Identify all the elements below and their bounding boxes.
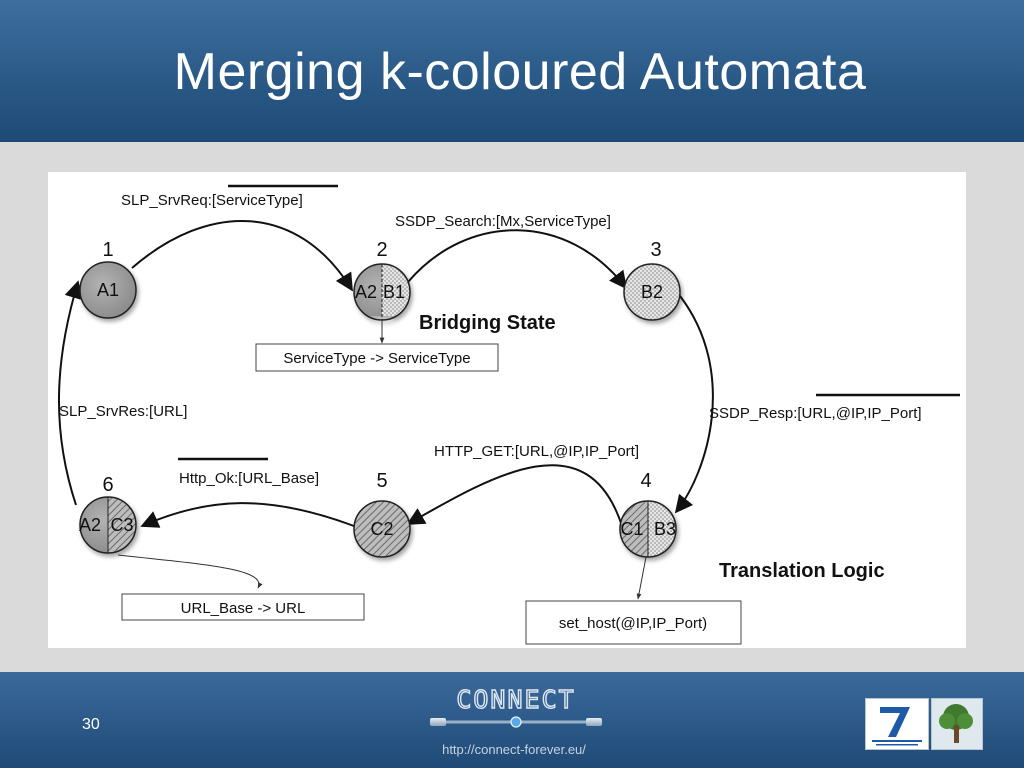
transition-5-6: [140, 502, 355, 528]
transition-3-4-label: SSDP_Resp:[URL,@IP,IP_Port]: [709, 405, 922, 422]
state-6-label-right: C3: [110, 515, 133, 535]
translation-logic-label: Translation Logic: [719, 560, 885, 582]
transition-6-1-label: SLP_SrvRes:[URL]: [59, 403, 187, 420]
state-6-number: 6: [102, 474, 113, 496]
state-2-label-right: B1: [383, 282, 405, 302]
state-3: [623, 263, 681, 321]
transition-1-2: [131, 220, 353, 292]
state-4-label-right: B3: [654, 519, 676, 539]
state-2-note: ServiceType -> ServiceType: [283, 350, 470, 367]
state-6-note-box: [121, 593, 365, 621]
transition-3-4: [674, 295, 714, 514]
slide-title: Merging k-coloured Automata: [173, 43, 867, 101]
page-number: 30: [82, 716, 100, 733]
state-2-number: 2: [376, 239, 387, 261]
state-5-label: C2: [370, 519, 393, 539]
transition-6-1: [58, 280, 82, 506]
state-5: [353, 500, 411, 558]
state-4: [619, 500, 677, 558]
logo-wordmark: CONNECT: [456, 686, 575, 714]
state-4-note-box: [525, 600, 742, 645]
state-1: [79, 261, 137, 319]
bridging-state-label: Bridging State: [419, 312, 556, 334]
state-2-label-left: A2: [355, 282, 377, 302]
footer-url[interactable]: http://connect-forever.eu/: [442, 742, 586, 757]
transition-1-2-label: SLP_SrvReq:[ServiceType]: [121, 192, 303, 209]
connect-logo: CONNECT: [424, 684, 608, 738]
note-connector-state-6: [117, 554, 263, 589]
transition-4-5: [406, 464, 623, 527]
note-connector-state-4: [636, 556, 647, 600]
state-6: [79, 496, 137, 554]
state-4-label-left: C1: [620, 519, 643, 539]
slide-header: Merging k-coloured Automata: [0, 0, 1024, 142]
state-6-label-left: A2: [79, 515, 101, 535]
state-3-number: 3: [650, 239, 661, 261]
state-4-note: set_host(@IP,IP_Port): [559, 615, 707, 632]
state-1-label: A1: [97, 280, 119, 300]
transition-4-5-label: HTTP_GET:[URL,@IP,IP_Port]: [434, 443, 639, 460]
transition-2-3: [407, 229, 628, 290]
transition-5-6-label: Http_Ok:[URL_Base]: [179, 470, 319, 487]
transition-2-3-label: SSDP_Search:[Mx,ServiceType]: [395, 213, 611, 230]
fp7-logo: [865, 698, 929, 750]
state-2-note-box: [255, 343, 499, 372]
state-1-number: 1: [102, 239, 113, 261]
state-5-number: 5: [376, 470, 387, 492]
state-6-note: URL_Base -> URL: [181, 600, 306, 617]
automata-diagram: A1 1 A2 B1 2 B2 3 C1 B3 4 C2 5: [48, 172, 966, 648]
state-4-number: 4: [640, 470, 651, 492]
state-3-label: B2: [641, 282, 663, 302]
tree-logo: [931, 698, 983, 750]
